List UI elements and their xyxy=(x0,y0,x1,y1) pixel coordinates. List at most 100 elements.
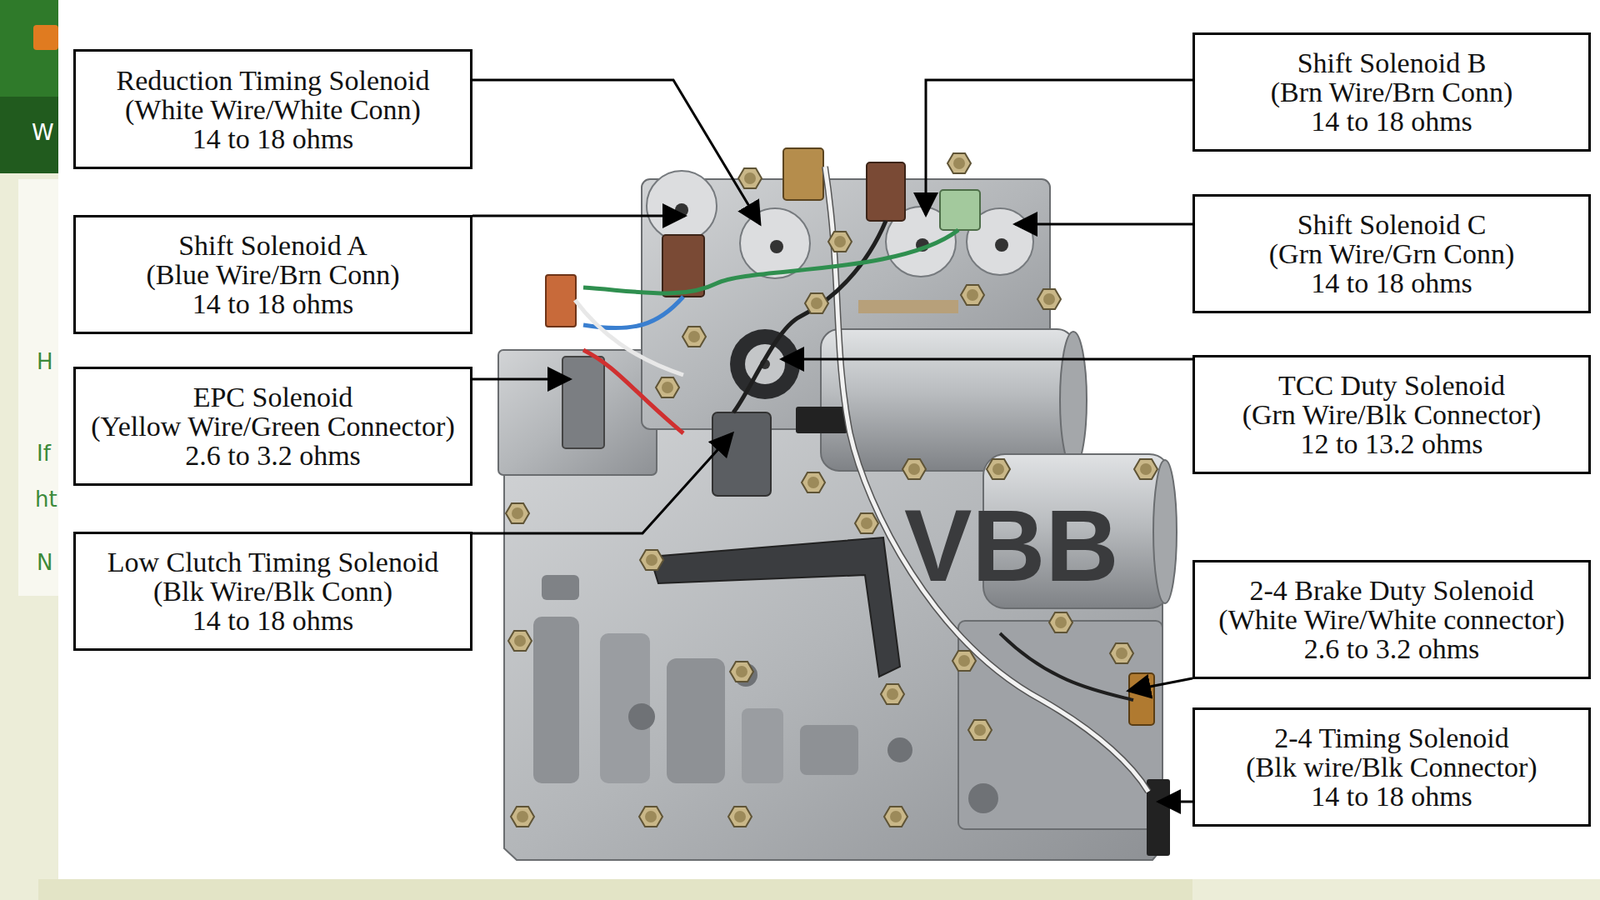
wire xyxy=(733,220,886,413)
bolt xyxy=(902,459,926,480)
resistance-value: 14 to 18 ohms xyxy=(192,605,355,635)
page-fragment: If xyxy=(36,441,51,466)
resistance-value: 2.6 to 3.2 ohms xyxy=(185,440,361,470)
leader-line xyxy=(472,378,570,381)
pocket xyxy=(800,725,859,775)
resistance-value: 14 to 18 ohms xyxy=(192,289,355,319)
callout-box: Low Clutch Timing Solenoid(Blk Wire/Blk … xyxy=(73,531,473,651)
leader-lines xyxy=(472,80,1193,802)
solenoid-name: Low Clutch Timing Solenoid xyxy=(107,547,440,577)
page-fragment: W xyxy=(31,120,55,145)
valve-body xyxy=(498,148,1177,860)
resistance-value: 14 to 18 ohms xyxy=(1310,106,1473,136)
resistance-value: 14 to 18 ohms xyxy=(192,124,355,154)
lower-right-block xyxy=(958,620,1163,830)
callout-box: 2-4 Timing Solenoid(Blk wire/Blk Connect… xyxy=(1192,707,1591,827)
bore-cylinder xyxy=(820,329,1075,471)
watermark: VBB xyxy=(904,490,1120,602)
leader-line xyxy=(1158,800,1193,804)
solenoid-name: 2-4 Timing Solenoid xyxy=(1274,723,1510,753)
page-fragment: H xyxy=(36,350,54,375)
bolt xyxy=(510,806,535,827)
wire xyxy=(575,300,684,375)
pocket xyxy=(741,708,784,784)
wire-connector-spec: (Blk wire/Blk Connector) xyxy=(1245,752,1537,782)
leader-line xyxy=(1128,678,1193,691)
bolt xyxy=(855,513,879,534)
port xyxy=(887,737,913,763)
bolt xyxy=(1037,289,1061,310)
wire-connector-spec: (Grn Wire/Blk Connector) xyxy=(1242,400,1542,430)
bolt xyxy=(947,153,971,174)
callout-box: Shift Solenoid B(Brn Wire/Brn Conn)14 to… xyxy=(1192,32,1591,152)
resistance-value: 2.6 to 3.2 ohms xyxy=(1304,634,1480,664)
callout-box: Reduction Timing Solenoid(White Wire/Whi… xyxy=(73,49,473,170)
wire-connector-spec: (White Wire/White connector) xyxy=(1218,605,1565,635)
page-fragment: N xyxy=(36,550,53,575)
header-dark-green xyxy=(0,96,67,174)
wire-connector-spec: (Grn Wire/Grn Conn) xyxy=(1269,239,1515,269)
bolt xyxy=(884,806,908,827)
bolt xyxy=(952,650,976,671)
port xyxy=(968,783,999,814)
solenoid-name: 2-4 Brake Duty Solenoid xyxy=(1250,575,1535,605)
bolt xyxy=(880,684,905,705)
callout-box: Shift Solenoid C(Grn Wire/Grn Conn)14 to… xyxy=(1192,194,1591,314)
bolt xyxy=(508,630,532,651)
epc-block xyxy=(498,350,657,475)
bore-end xyxy=(1060,331,1087,469)
epc-solenoid xyxy=(562,356,605,449)
solenoid-core xyxy=(995,238,1009,252)
solenoid-name: Shift Solenoid B xyxy=(1297,48,1487,78)
callout-box: 2-4 Brake Duty Solenoid(White Wire/White… xyxy=(1192,560,1591,680)
resistance-value: 14 to 18 ohms xyxy=(1310,268,1473,298)
solenoid-name: Reduction Timing Solenoid xyxy=(116,65,430,95)
page-fragment: ht xyxy=(35,487,58,512)
wire-connector-spec: (Blue Wire/Brn Conn) xyxy=(146,260,400,290)
bolt xyxy=(1110,643,1134,664)
solenoid xyxy=(740,208,810,279)
bolt xyxy=(640,550,664,570)
pocket xyxy=(541,575,580,600)
callout-box: TCC Duty Solenoid(Grn Wire/Blk Connector… xyxy=(1192,355,1591,475)
resistance-value: 14 to 18 ohms xyxy=(1310,781,1473,811)
clip xyxy=(858,300,959,314)
wire-connector-spec: (Yellow Wire/Green Connector) xyxy=(90,411,455,441)
bracket xyxy=(650,537,900,677)
solenoid xyxy=(646,170,717,241)
leader-line xyxy=(472,433,733,534)
bolt xyxy=(960,285,985,305)
low-clutch-solenoid xyxy=(712,412,771,496)
solenoid-core xyxy=(770,240,784,254)
tcc-solenoid xyxy=(730,329,800,400)
bolt xyxy=(730,661,754,682)
callout-box: Shift Solenoid A(Blue Wire/Brn Conn)14 t… xyxy=(73,215,473,335)
wire xyxy=(583,230,959,294)
leader-line xyxy=(472,80,760,225)
bolt xyxy=(682,326,706,347)
bolt xyxy=(655,377,680,398)
leader-line xyxy=(1015,223,1193,226)
bolt xyxy=(639,806,663,827)
connector xyxy=(1146,779,1170,856)
tcc-solenoid-face xyxy=(745,344,785,385)
bolt xyxy=(805,293,829,314)
bolt xyxy=(738,168,762,189)
right-bore-end xyxy=(1153,460,1177,604)
bolt xyxy=(968,720,992,740)
callout-box: EPC Solenoid(Yellow Wire/Green Connector… xyxy=(73,366,473,486)
bolt xyxy=(728,806,752,827)
bolt xyxy=(1049,612,1073,633)
port xyxy=(628,703,655,730)
wire xyxy=(1000,633,1134,700)
bolt xyxy=(986,459,1010,480)
pocket xyxy=(666,658,725,784)
leader-line xyxy=(781,358,1193,361)
resistance-value: 12 to 13.2 ohms xyxy=(1300,429,1483,459)
orange-icon xyxy=(33,25,59,50)
connector xyxy=(662,235,705,297)
wire-connector-spec: (White Wire/White Conn) xyxy=(125,95,421,125)
connector xyxy=(795,406,848,434)
